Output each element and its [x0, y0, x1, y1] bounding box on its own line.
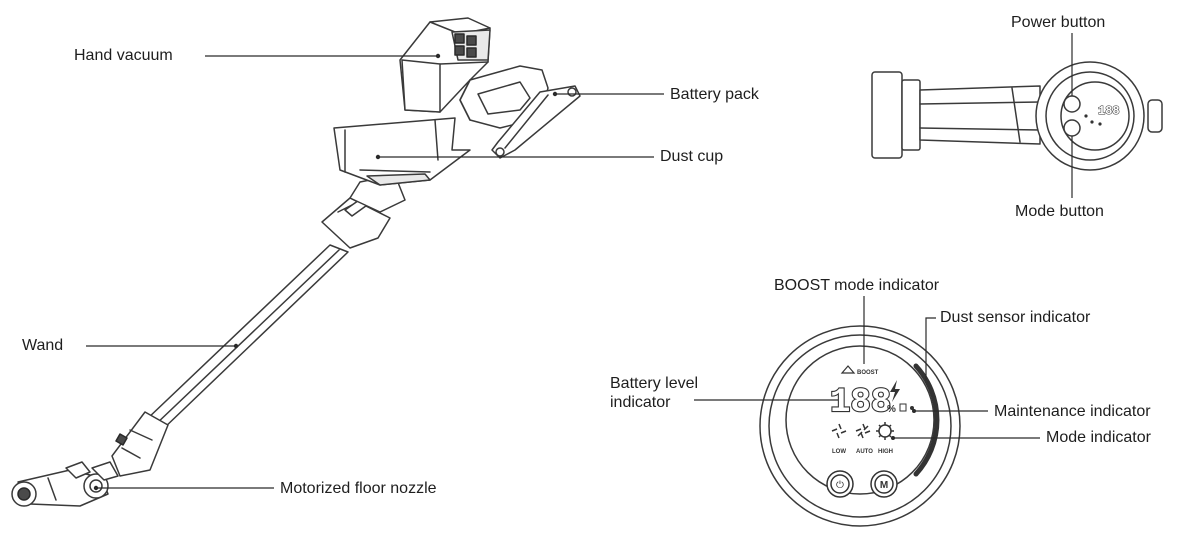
top-view-illustration: 188: [871, 61, 1163, 171]
display-panel: BOOST 188 % LOW AUTO HIGH ⏻ M: [759, 325, 961, 527]
left-callouts: Hand vacuum Battery pack Dust cup Wand M…: [22, 47, 760, 497]
stick-vacuum-illustration: [11, 17, 581, 507]
fan-icon-high: [876, 422, 894, 440]
battery-level-digits: 188: [830, 384, 891, 422]
panel-mode-button: M: [870, 470, 898, 498]
label-mode-indicator: Mode indicator: [1046, 429, 1152, 446]
top-right-callouts: Power button Mode button: [1011, 14, 1105, 220]
handle: [459, 65, 549, 129]
wand-connector: [321, 174, 406, 249]
label-maintenance-indicator: Maintenance indicator: [994, 403, 1151, 420]
lightning-icon: [890, 380, 900, 402]
battery-pack-body: [491, 85, 581, 159]
mode-auto-text: AUTO: [856, 449, 873, 455]
label-mode-button: Mode button: [1015, 203, 1104, 220]
label-power-button: Power button: [1011, 14, 1105, 31]
label-battery-pack: Battery pack: [670, 86, 760, 103]
mode-low-text: LOW: [832, 449, 846, 455]
power-icon: ⏻: [836, 480, 844, 491]
fan-icon-low: [831, 423, 847, 439]
top-view-display-digits: 188: [1098, 104, 1120, 118]
fan-icon-auto: [855, 423, 871, 439]
label-dust-sensor-indicator: Dust sensor indicator: [940, 309, 1091, 326]
dust-cup-body: [333, 117, 471, 186]
boost-icon: [840, 365, 856, 374]
mode-high-text: HIGH: [878, 449, 893, 455]
percent-sign: %: [887, 404, 896, 415]
panel-power-button: ⏻: [826, 470, 854, 498]
label-floor-nozzle: Motorized floor nozzle: [280, 480, 437, 497]
wand-lower-clamp: [111, 411, 169, 477]
hand-vacuum-body: [399, 17, 491, 113]
boost-text: BOOST: [857, 370, 879, 376]
label-dust-cup: Dust cup: [660, 148, 723, 165]
label-battery-level-line1: Battery level: [610, 375, 698, 392]
floor-nozzle-body: [11, 461, 119, 507]
label-boost-indicator: BOOST mode indicator: [774, 277, 940, 294]
wand-tube: [145, 244, 349, 431]
top-view-power-button: [1063, 95, 1081, 113]
label-hand-vacuum: Hand vacuum: [74, 47, 173, 64]
dust-sensor-arc: [913, 363, 940, 477]
label-battery-level-line2: indicator: [610, 394, 671, 411]
mode-icon: M: [880, 480, 888, 491]
top-view-mode-button: [1063, 119, 1081, 137]
display-callouts: BOOST mode indicator Dust sensor indicat…: [610, 277, 1152, 446]
maintenance-icon: [899, 403, 907, 412]
label-wand: Wand: [22, 337, 63, 354]
